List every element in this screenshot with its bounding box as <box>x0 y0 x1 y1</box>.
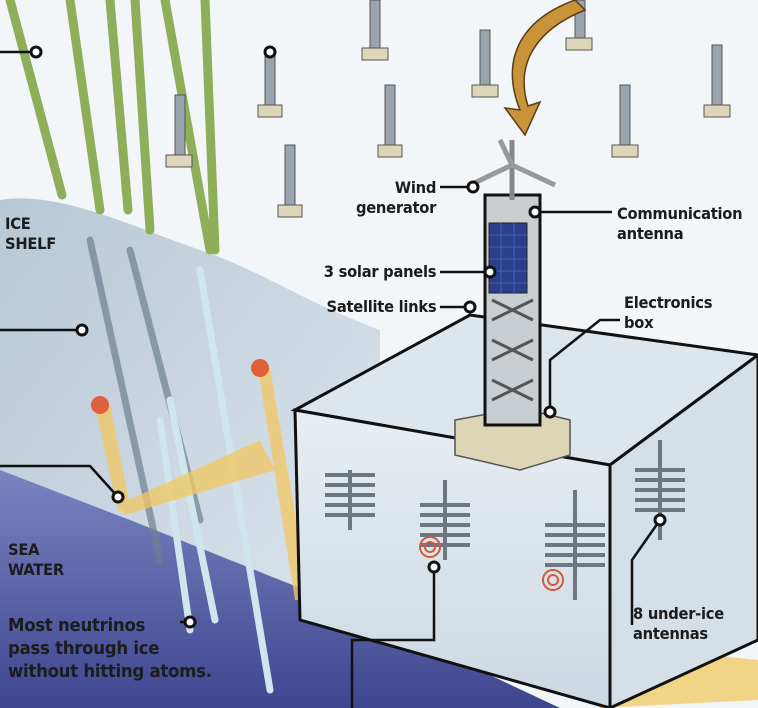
label-line: ICE <box>5 214 31 233</box>
interaction-flash <box>91 359 269 414</box>
station-tower <box>468 138 557 427</box>
leader-dots <box>29 45 667 629</box>
label-line: without hitting atoms. <box>8 661 212 682</box>
wind-blades <box>468 138 557 188</box>
ice-block-side <box>608 353 758 708</box>
label-communication-antenna: Communication antenna <box>617 204 743 244</box>
zoom-arrow <box>503 0 587 137</box>
label-line: generator <box>355 198 436 217</box>
label-sea-water: SEA WATER <box>8 540 64 580</box>
label-ice-shelf: ICE SHELF <box>5 214 56 254</box>
distant-stations <box>165 0 731 218</box>
label-line: SEA <box>8 540 40 559</box>
label-line: pass through ice <box>8 638 160 659</box>
label-line: box <box>624 313 654 332</box>
label-solar-panels: 3 solar panels <box>323 262 437 281</box>
label-satellite-links: Satellite links <box>326 297 436 316</box>
label-line: Wind <box>394 178 436 197</box>
label-under-ice-antennas: 8 under-ice antennas <box>633 604 724 644</box>
signal-rings <box>419 536 564 591</box>
label-line: Most neutrinos <box>8 615 146 636</box>
label-line: WATER <box>8 560 64 579</box>
label-line: antenna <box>617 224 684 243</box>
label-line: 8 under-ice <box>633 604 724 623</box>
label-line: Electronics <box>624 293 713 312</box>
label-line: antennas <box>633 624 708 643</box>
label-neutrinos: Most neutrinos pass through ice without … <box>8 614 212 683</box>
label-line: SHELF <box>5 234 57 253</box>
label-electronics-box: Electronics box <box>624 293 712 333</box>
label-wind-generator: Wind generator <box>356 178 436 218</box>
label-line: Communication <box>617 204 743 223</box>
